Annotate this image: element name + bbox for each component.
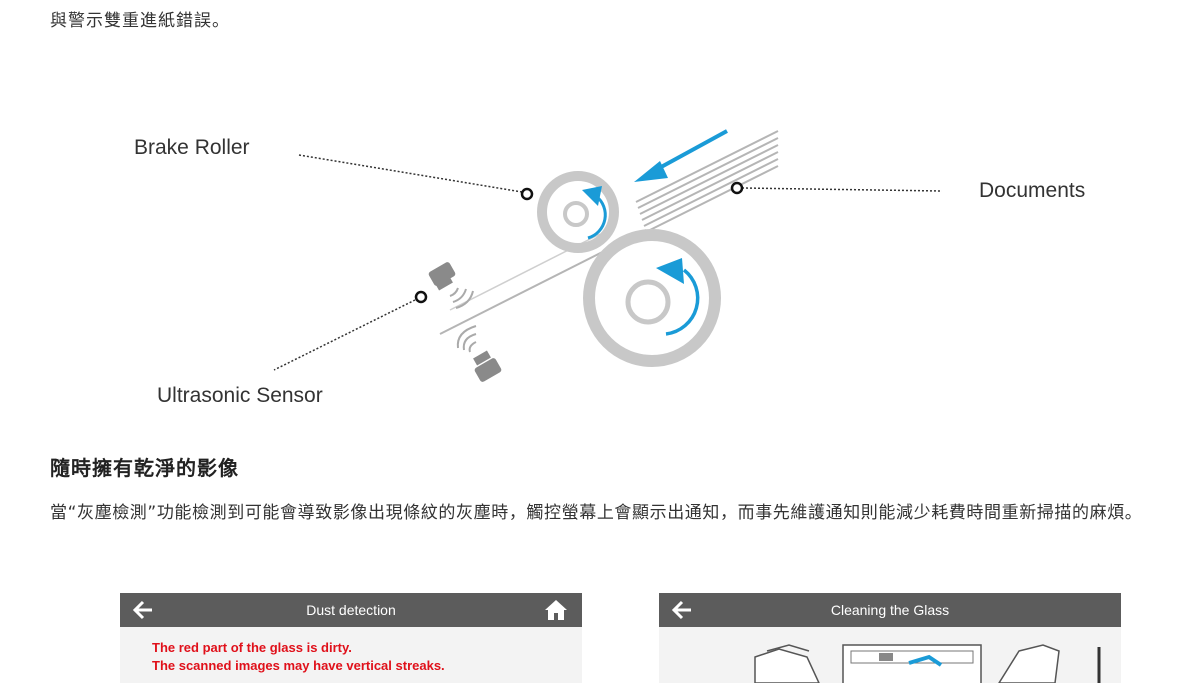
- cleaning-glass-title: Cleaning the Glass: [830, 602, 950, 618]
- documents-callout-line: [741, 187, 943, 192]
- home-icon[interactable]: [544, 599, 568, 621]
- sensor-callout-dot: [414, 290, 428, 304]
- dust-warning-message: The red part of the glass is dirty. The …: [152, 639, 445, 675]
- document-stack: [635, 130, 779, 233]
- brake-roller-callout-line: [298, 154, 523, 193]
- cleaning-glass-header: Cleaning the Glass: [659, 593, 1121, 627]
- section-body: 當“灰塵檢測”功能檢測到可能會導致影像出現條紋的灰塵時，觸控螢幕上會顯示出通知，…: [50, 503, 1143, 523]
- back-arrow-icon[interactable]: [671, 599, 693, 621]
- ultrasonic-sensor-label: Ultrasonic Sensor: [157, 384, 323, 407]
- dust-detection-header: Dust detection: [120, 593, 582, 627]
- intro-text: 與警示雙重進紙錯誤。: [50, 11, 230, 31]
- dust-detection-title: Dust detection: [306, 602, 396, 618]
- ultrasonic-sensor-bottom: [456, 325, 502, 382]
- back-arrow-icon[interactable]: [132, 599, 154, 621]
- ultrasonic-sensor-top: [428, 262, 474, 309]
- dust-warning-line-2: The scanned images may have vertical str…: [152, 658, 445, 673]
- dust-warning-line-1: The red part of the glass is dirty.: [152, 640, 352, 655]
- brake-roller-callout-dot: [520, 187, 534, 201]
- sensor-callout-line: [273, 299, 416, 371]
- scanner-cleaning-illustration: [754, 644, 1101, 683]
- section-title: 隨時擁有乾淨的影像: [50, 456, 239, 480]
- cleaning-glass-screen: Cleaning the Glass: [659, 593, 1121, 683]
- dust-detection-screen: Dust detection The red part of the glass…: [120, 593, 582, 683]
- documents-callout-dot: [730, 181, 744, 195]
- feed-roller: [583, 229, 721, 367]
- feed-direction-arrow: [634, 129, 728, 182]
- brake-roller-label: Brake Roller: [134, 136, 250, 159]
- paper-feed-diagram: Brake Roller Documents Ultrasonic Sensor: [134, 129, 1085, 407]
- documents-label: Documents: [979, 179, 1085, 202]
- brake-roller: [537, 171, 619, 253]
